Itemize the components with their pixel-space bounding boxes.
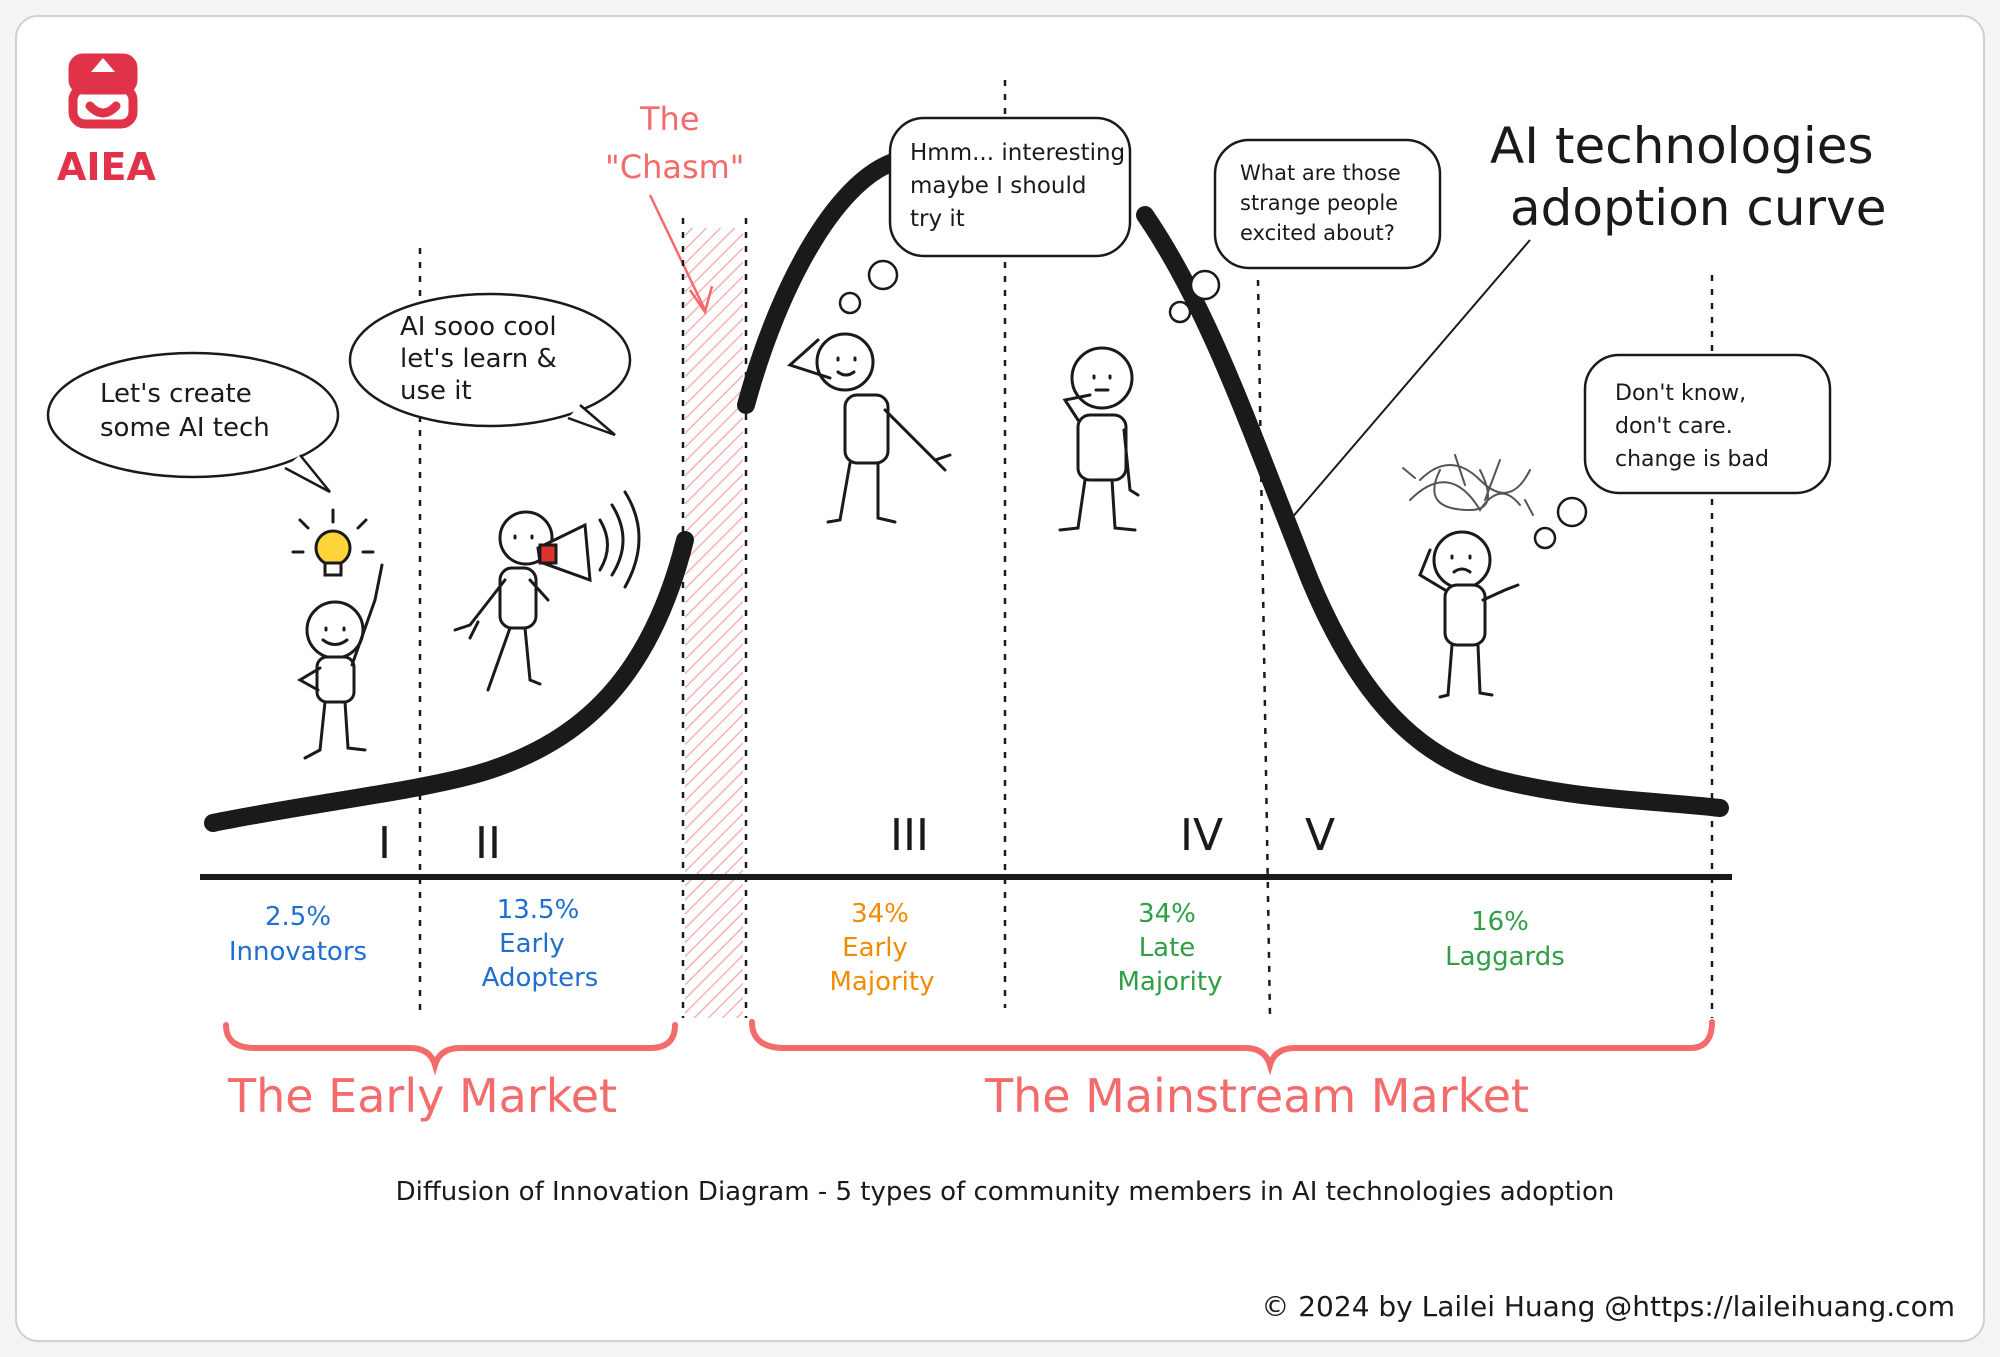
early-majority-name-2: Majority	[830, 967, 935, 997]
chasm-band	[685, 228, 743, 1018]
laggards-percent: 16%	[1471, 907, 1529, 937]
early-majority-bubble-line-1: Hmm... interesting	[910, 140, 1125, 166]
copyright-credit: © 2024 by Lailei Huang @https://laileihu…	[1261, 1290, 1955, 1323]
mainstream-market-label: The Mainstream Market	[984, 1069, 1529, 1123]
early-majority-bubble-line-2: maybe I should	[910, 173, 1086, 199]
chasm-label-line-2: "Chasm"	[605, 148, 745, 186]
roman-numeral-3: III	[890, 810, 929, 861]
laggard-bubble-line-2: don't care.	[1615, 414, 1733, 439]
laggard-bubble-line-1: Don't know,	[1615, 381, 1746, 406]
diagram-caption: Diffusion of Innovation Diagram - 5 type…	[396, 1177, 1615, 1207]
innovators-name: Innovators	[229, 937, 367, 967]
innovator-bubble-line-2: some AI tech	[100, 413, 270, 443]
early-majority-bubble-line-3: try it	[910, 206, 965, 232]
innovator-bubble-line-1: Let's create	[100, 379, 252, 409]
late-majority-bubble-line-1: What are those	[1240, 161, 1401, 185]
late-majority-percent: 34%	[1138, 899, 1196, 929]
adopter-bubble-line-2: let's learn &	[400, 344, 557, 374]
late-majority-bubble-line-2: strange people	[1240, 191, 1398, 215]
late-majority-bubble-line-3: excited about?	[1240, 221, 1395, 245]
early-majority-percent: 34%	[851, 899, 909, 929]
early-market-label: The Early Market	[227, 1069, 617, 1123]
roman-numeral-5: V	[1305, 810, 1335, 861]
early-majority-name-1: Early	[842, 933, 908, 963]
late-majority-name-1: Late	[1139, 933, 1196, 963]
roman-numeral-1: I	[378, 818, 391, 869]
roman-numeral-2: II	[475, 818, 501, 869]
roman-numeral-4: IV	[1180, 810, 1223, 861]
innovators-percent: 2.5%	[265, 902, 331, 932]
title-line-1: AI technologies	[1490, 117, 1874, 175]
late-majority-name-2: Majority	[1118, 967, 1223, 997]
early-adopters-percent: 13.5%	[497, 895, 580, 925]
adopter-bubble-line-3: use it	[400, 376, 472, 406]
early-adopters-name-2: Adopters	[482, 963, 599, 993]
laggard-bubble-line-3: change is bad	[1615, 447, 1769, 472]
adopter-bubble-line-1: AI sooo cool	[400, 312, 557, 342]
chasm-label-line-1: The	[639, 100, 700, 138]
laggards-name: Laggards	[1445, 942, 1565, 972]
title-line-2: adoption curve	[1510, 179, 1886, 237]
early-adopters-name-1: Early	[499, 929, 565, 959]
logo-text: AIEA	[57, 145, 157, 189]
